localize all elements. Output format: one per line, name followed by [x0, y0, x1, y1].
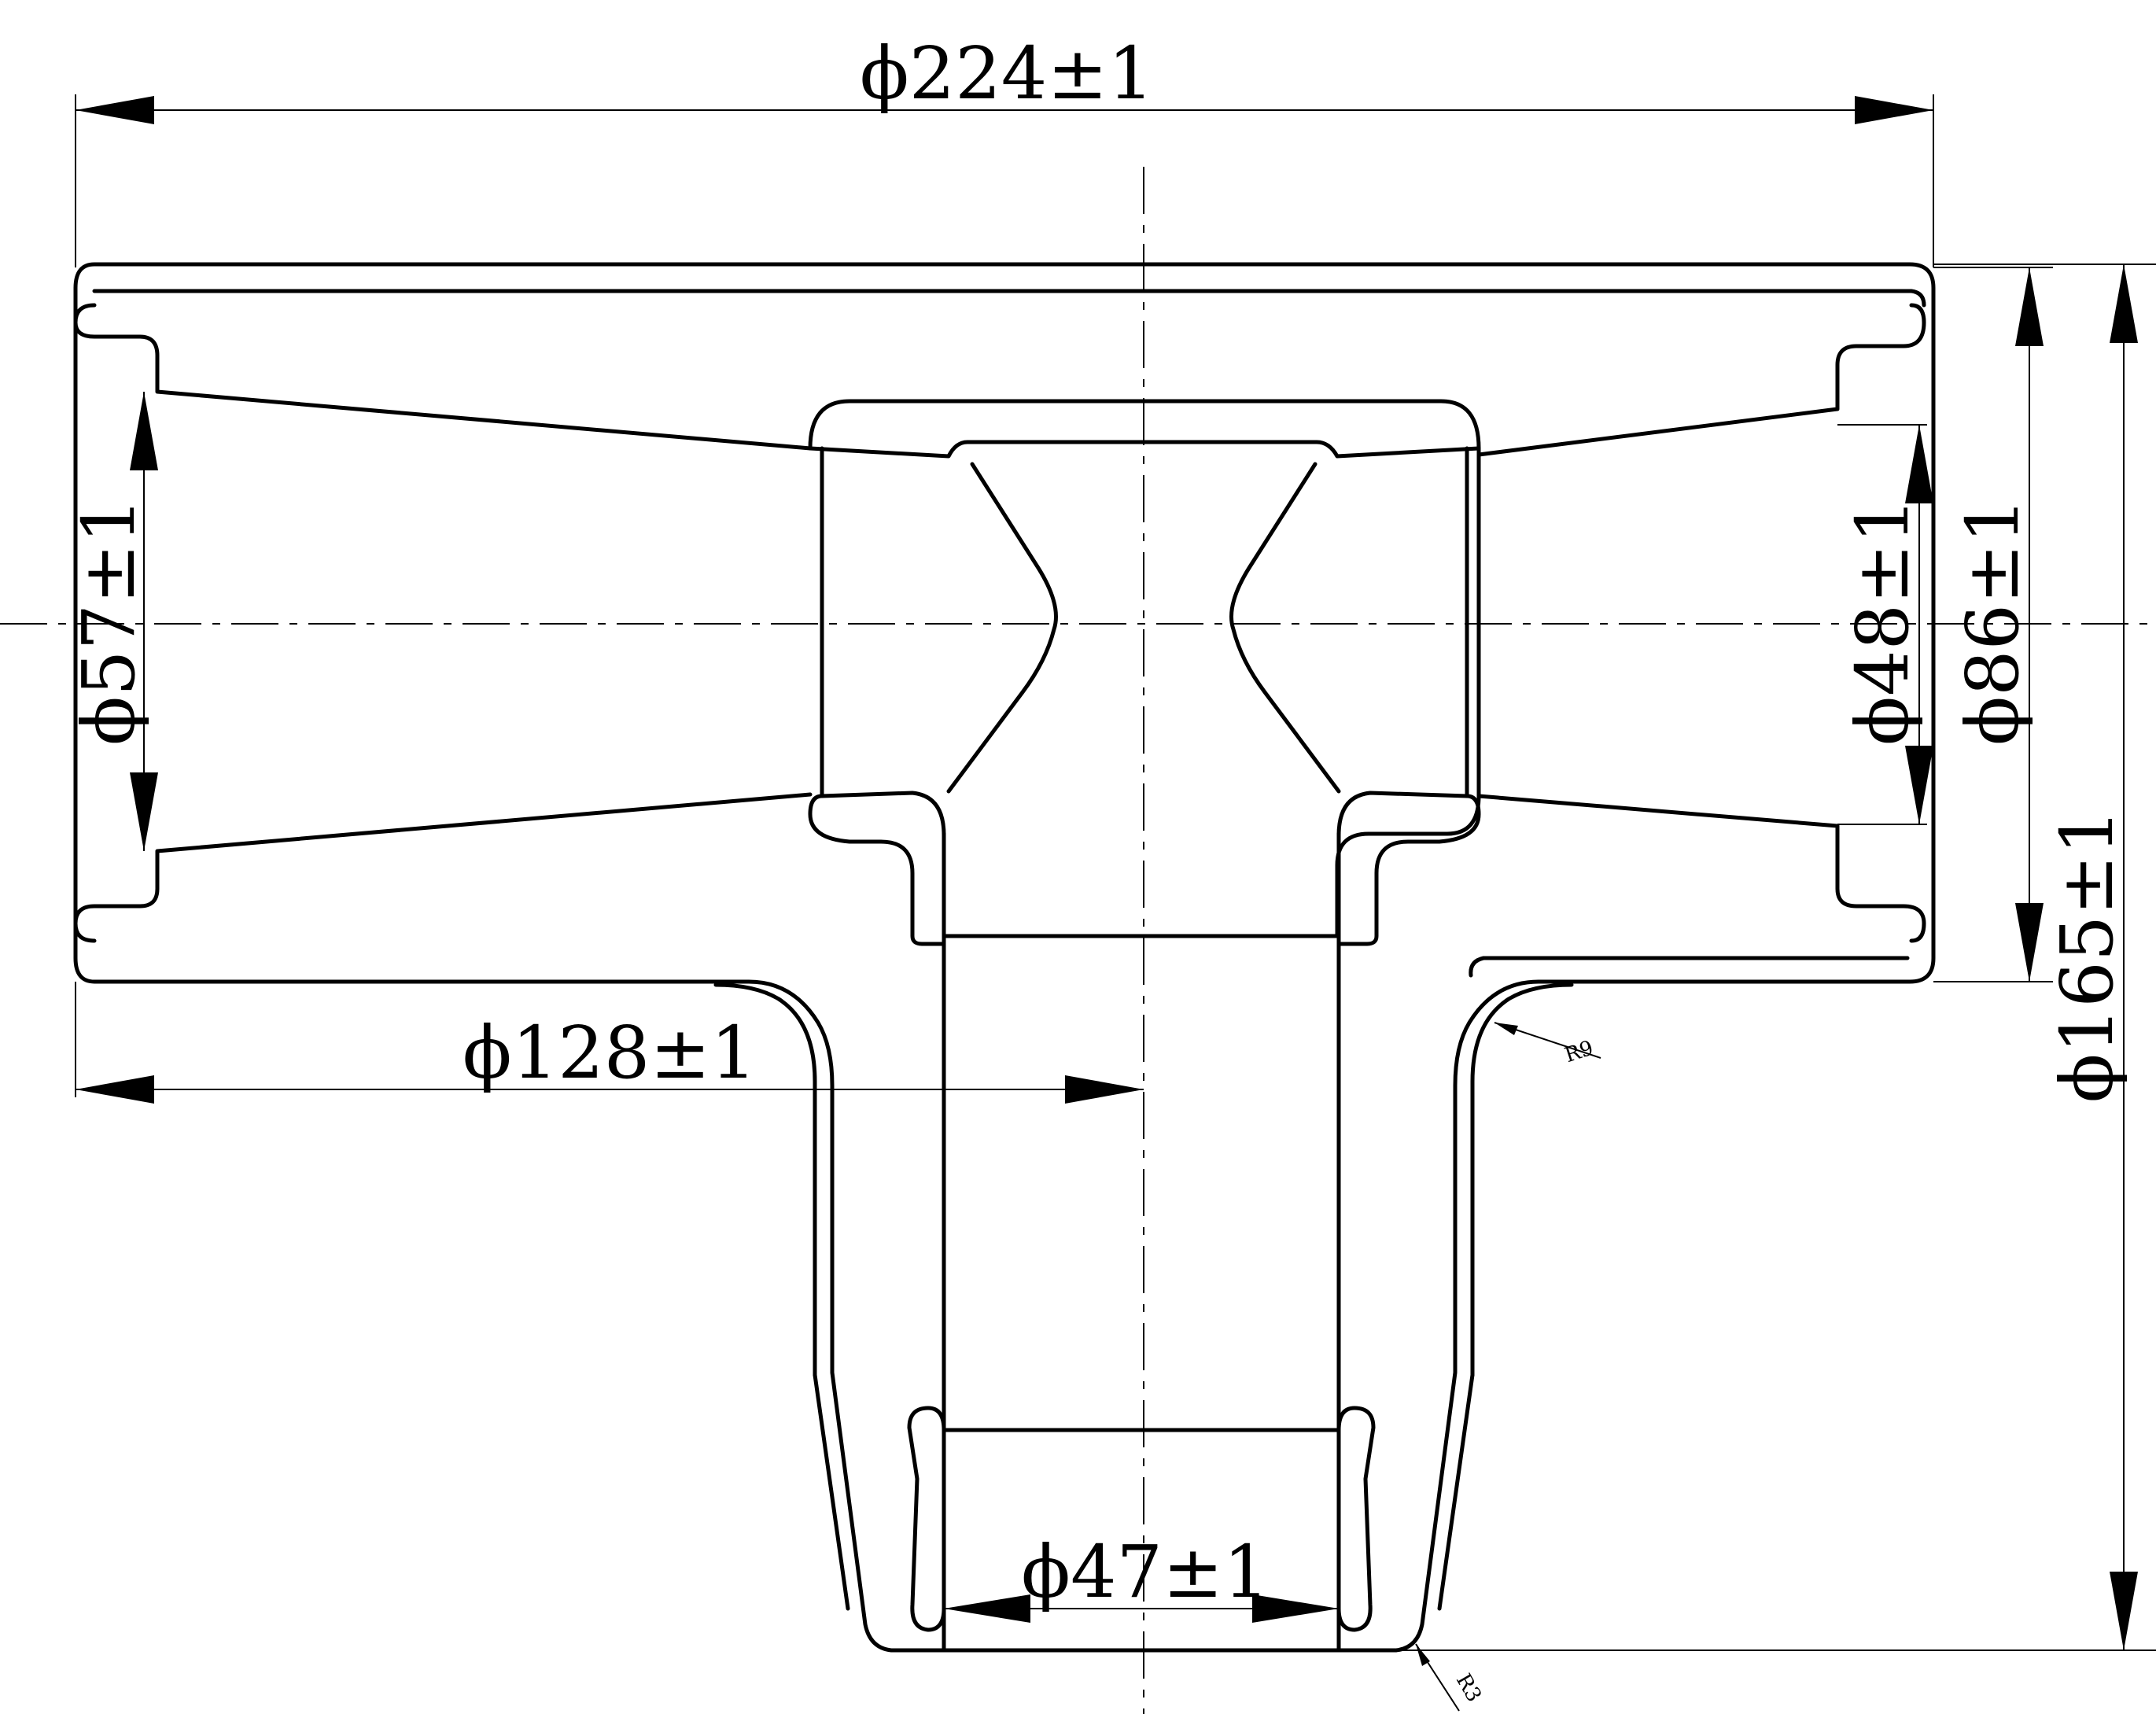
- arrow-165-top: [2110, 264, 2138, 343]
- arrow-86-top: [2015, 267, 2044, 346]
- arrow-165-bottom: [2110, 1572, 2138, 1650]
- stem-bore: [907, 831, 1376, 1653]
- body-outline: [73, 262, 1936, 1653]
- dimension-texts: ϕ224±1 ϕ128±1 ϕ47±1 ϕ57±1 ϕ48±1 ϕ86±1 ϕ1…: [67, 31, 2129, 1706]
- dim-text-128: ϕ128±1: [463, 1011, 757, 1095]
- right-slot: [1336, 1406, 1376, 1632]
- dim-text-86: ϕ86±1: [1951, 497, 2035, 745]
- cavity-bottom-right: [1336, 791, 1481, 946]
- dim-text-48: ϕ48±1: [1841, 497, 1925, 745]
- arrow-47-right: [1252, 1594, 1339, 1623]
- cavity-left: [808, 440, 1481, 459]
- cavity-bottom-left: [808, 791, 946, 946]
- dim-text-224: ϕ224±1: [860, 31, 1154, 116]
- left-bore-outline: [73, 303, 813, 943]
- arrow-224-right: [1855, 96, 1933, 124]
- arrow-48-top: [1905, 425, 1933, 503]
- left-slot: [907, 1406, 946, 1632]
- arrow-224-left: [76, 96, 154, 124]
- cavity-top: [808, 399, 1481, 938]
- right-bore: [1476, 303, 1926, 943]
- outer-neck-inner: [713, 982, 817, 1377]
- arrow-47-left: [944, 1594, 1030, 1623]
- arrow-r9: [1494, 1023, 1518, 1035]
- dim-text-47: ϕ47±1: [1021, 1530, 1269, 1614]
- dim-text-165: ϕ165±1: [2045, 809, 2129, 1103]
- hourglass-right: [1229, 462, 1341, 794]
- central-cavity: [808, 399, 1481, 946]
- lower-left-inner-taper: [813, 1373, 850, 1611]
- lower-right-inner-taper: [1437, 1373, 1475, 1611]
- arrow-128-left: [76, 1075, 154, 1104]
- left-bore: [73, 303, 813, 943]
- arrow-48-bottom: [1905, 746, 1933, 824]
- arrow-57-bottom: [130, 772, 158, 851]
- arrow-57-top: [130, 392, 158, 470]
- dim-text-57: ϕ57±1: [67, 497, 151, 745]
- arrow-128-right: [1065, 1075, 1144, 1104]
- radius-text-r3: R3: [1451, 1670, 1486, 1706]
- hourglass-left: [946, 462, 1058, 794]
- outer-neck-inner-right: [1470, 982, 1574, 1377]
- arrow-r3: [1416, 1644, 1430, 1666]
- radius-text-r9: R9: [1562, 1037, 1597, 1068]
- top-inner-line: [92, 289, 1926, 308]
- right-bore-outline: [1476, 303, 1926, 943]
- dimension-lines: [75, 94, 2156, 1712]
- center-lines: [0, 167, 2156, 1714]
- inner-contour: [1469, 956, 1910, 978]
- arrow-86-bottom: [2015, 903, 2044, 982]
